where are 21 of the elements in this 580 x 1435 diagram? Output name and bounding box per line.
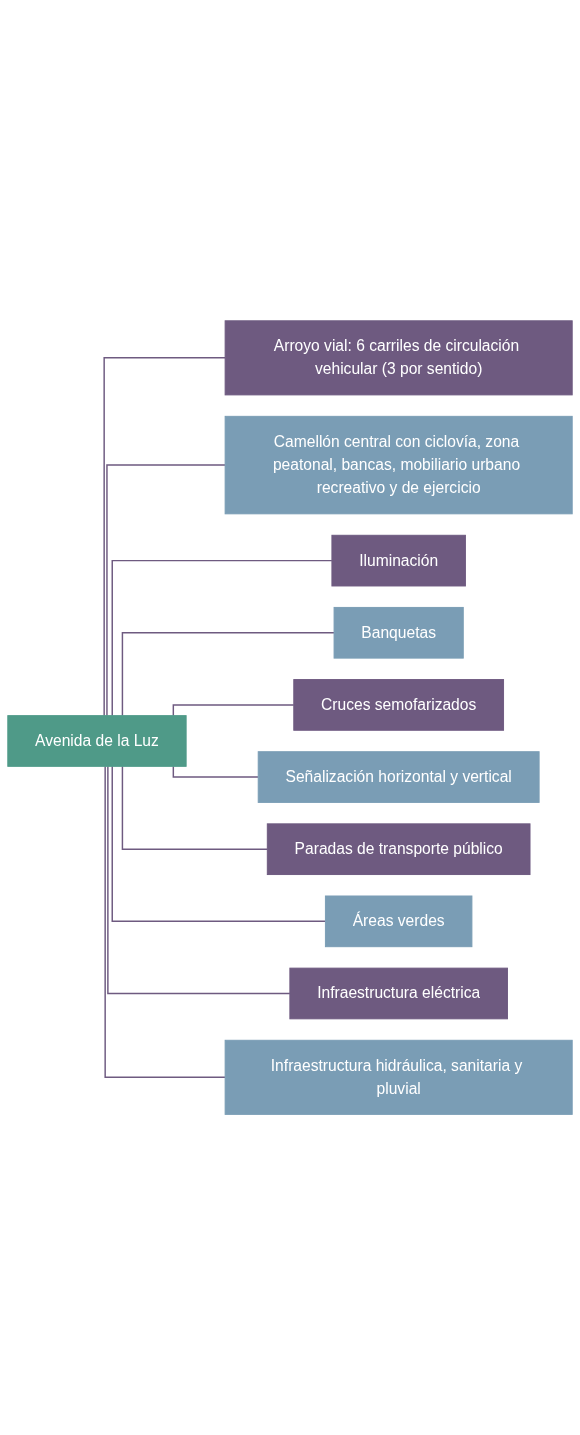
node-box: Avenida de la Luz — [7, 715, 187, 767]
connector — [172, 765, 259, 778]
node-box: Camellón central con ciclovía, zona peatonal, bancas, mobiliario urbano recreativo y de ejercicio — [224, 415, 573, 515]
node-box: Arroyo vial: 6 carriles de circulación vehicular (3 por sentido) — [224, 320, 573, 396]
node-box: Iluminación — [331, 534, 466, 587]
node-box: Banquetas — [333, 606, 464, 659]
connector — [111, 559, 333, 717]
node-box: Infraestructura eléctrica — [289, 967, 508, 1020]
connector — [121, 631, 335, 717]
node-box: Señalización horizontal y vertical — [257, 751, 540, 803]
connector — [111, 765, 327, 922]
node-box: Infraestructura hidráulica, sanitaria y pluvial — [224, 1039, 573, 1115]
connector — [107, 765, 291, 995]
connector — [104, 765, 226, 1078]
node-box: Cruces semofarizados — [293, 679, 505, 731]
connector — [103, 357, 226, 717]
node-box: Paradas de transporte público — [266, 823, 531, 875]
connector — [121, 765, 269, 850]
connector — [172, 704, 295, 717]
connector — [106, 464, 226, 717]
node-box: Áreas verdes — [324, 895, 473, 948]
